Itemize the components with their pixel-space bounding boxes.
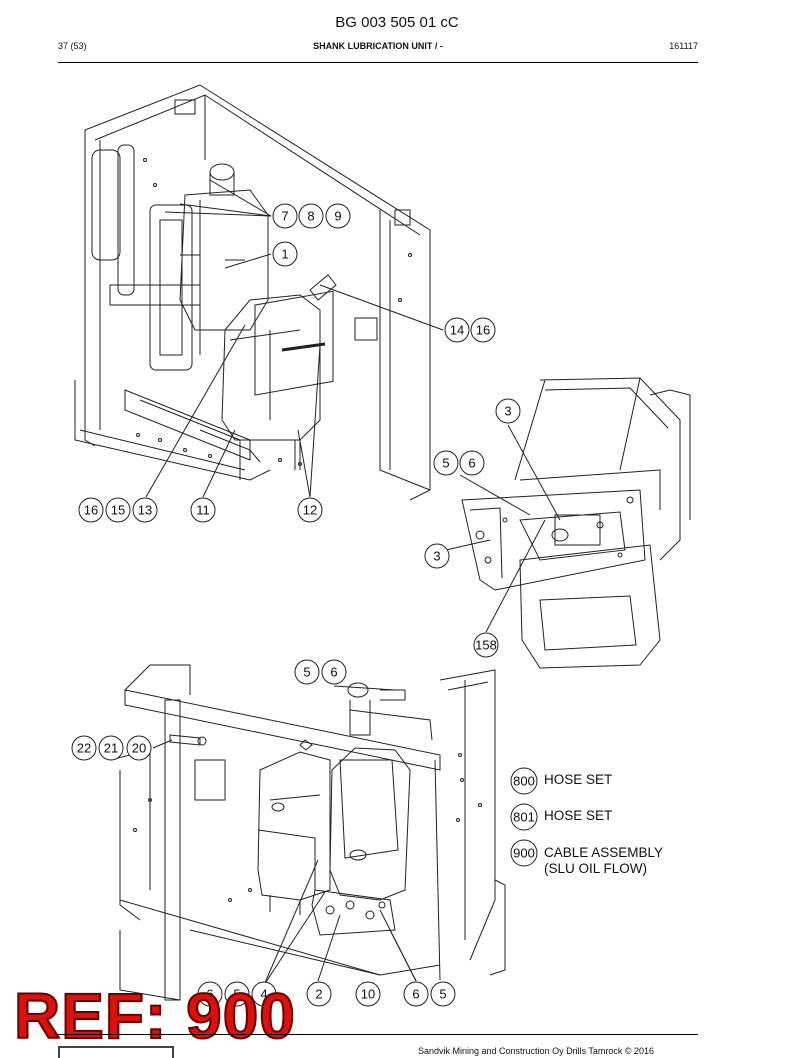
- footer-copyright: Sandvik Mining and Construction Oy Drill…: [418, 1046, 655, 1056]
- callout-3: 3: [433, 549, 440, 564]
- legend-text-801: HOSE SET: [544, 808, 613, 823]
- callout-6: 6: [206, 987, 213, 1002]
- callout-16: 16: [476, 323, 490, 338]
- reference-watermark: REF: 900: [13, 980, 296, 1052]
- header-rule: [58, 62, 698, 63]
- callout-14: 14: [450, 323, 464, 338]
- callout-11: 11: [196, 503, 210, 518]
- callout-6: 6: [468, 456, 475, 471]
- callout-4: 4: [260, 987, 267, 1002]
- document-number: BG 003 505 01 cC: [335, 14, 459, 31]
- callout-1: 1: [281, 247, 288, 262]
- leader-lines: [145, 179, 561, 986]
- callout-158: 158: [475, 638, 497, 653]
- legend-number-801: 801: [513, 810, 535, 825]
- callout-8: 8: [307, 209, 314, 224]
- callout-6: 6: [330, 665, 337, 680]
- company-logo: [58, 1046, 174, 1058]
- pump-detail-illustration: [461, 377, 691, 669]
- callout-bubbles: [71, 203, 538, 1007]
- callout-20: 20: [132, 741, 146, 756]
- callout-7: 7: [281, 209, 288, 224]
- callout-labels: 7 8 9 1 14 16 16 15 13 11 12 3 5 6 3 158…: [77, 209, 535, 1002]
- footer-rule: [58, 1034, 698, 1035]
- callout-12: 12: [303, 503, 317, 518]
- bottom-assembly-illustration: [109, 664, 506, 1001]
- page-title: SHANK LUBRICATION UNIT / -: [313, 41, 443, 51]
- legend-number-800: 800: [513, 774, 535, 789]
- callout-16: 16: [84, 503, 98, 518]
- legend-text-900: CABLE ASSEMBLY (SLU OIL FLOW): [544, 845, 664, 876]
- callout-6: 6: [412, 987, 419, 1002]
- callout-21: 21: [104, 741, 118, 756]
- callout-5: 5: [233, 987, 240, 1002]
- callout-15: 15: [111, 503, 125, 518]
- callout-2: 2: [315, 987, 322, 1002]
- callout-13: 13: [138, 503, 152, 518]
- document-date: 161117: [669, 41, 698, 51]
- callout-5: 5: [303, 665, 310, 680]
- callout-5: 5: [439, 987, 446, 1002]
- callout-3: 3: [504, 404, 511, 419]
- callout-22: 22: [77, 741, 91, 756]
- callout-9: 9: [334, 209, 341, 224]
- callout-5: 5: [442, 456, 449, 471]
- page-number: 37 (53): [58, 41, 87, 51]
- legend-number-900: 900: [513, 846, 535, 861]
- top-assembly-illustration: [74, 84, 431, 501]
- callout-10: 10: [361, 987, 375, 1002]
- legend-text-800: HOSE SET: [544, 772, 613, 787]
